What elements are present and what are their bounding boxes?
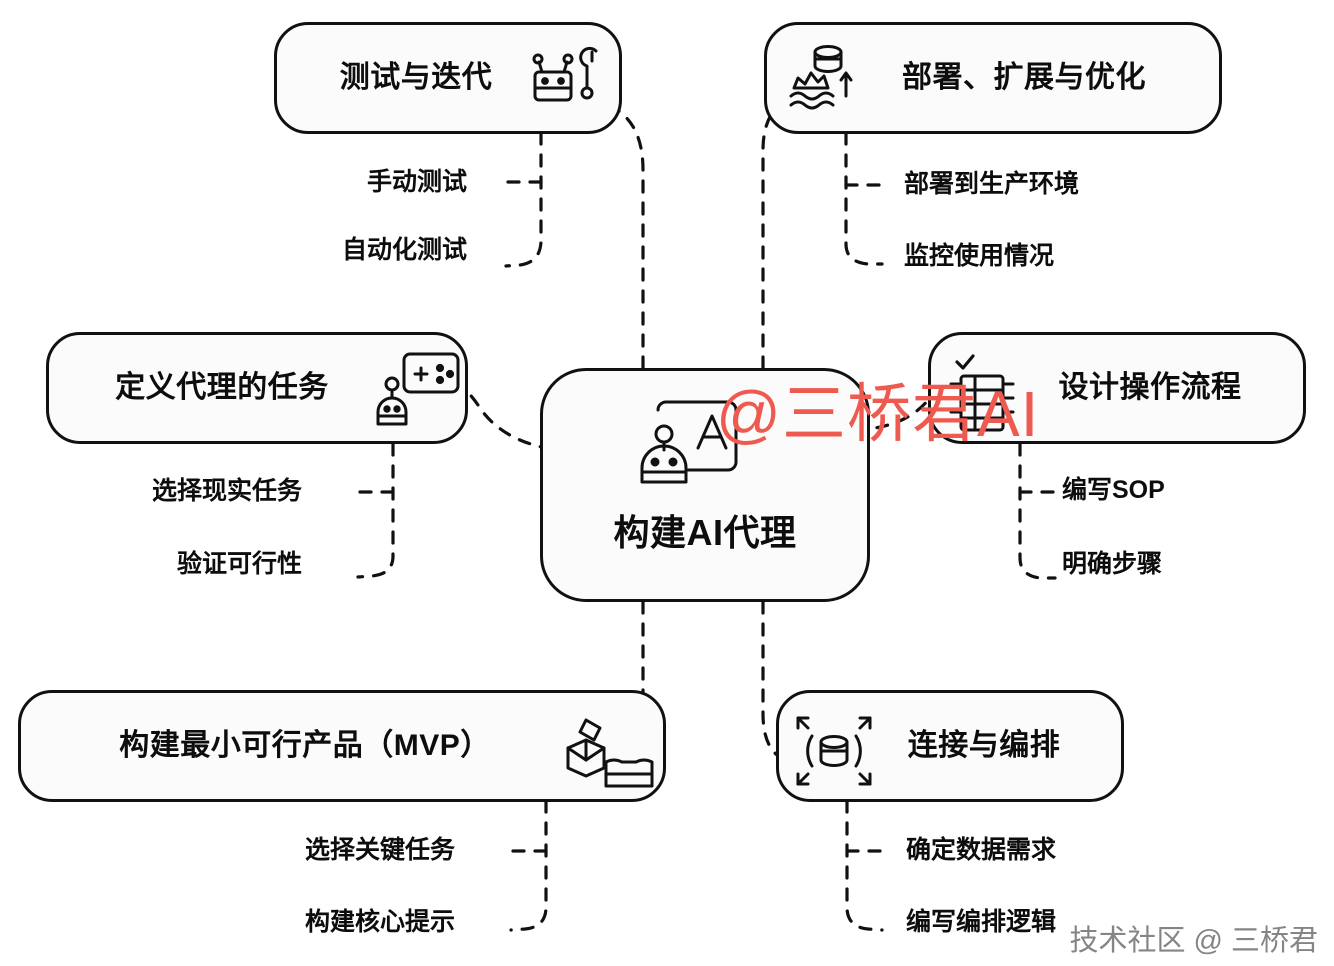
subitem-testing-0[interactable]: 手动测试 — [367, 168, 468, 196]
connector-mvp-trunk — [509, 799, 548, 932]
subitem-mvp-1[interactable]: 构建核心提示 — [305, 908, 456, 936]
subitem-define-1[interactable]: 验证可行性 — [177, 550, 303, 578]
connector-deploy-trunk — [844, 131, 884, 266]
branch-node-define[interactable]: 定义代理的任务 — [46, 332, 468, 444]
subitem-sop-1[interactable]: 明确步骤 — [1062, 550, 1163, 578]
branch-node-mvp[interactable]: 构建最小可行产品（MVP） — [18, 690, 666, 802]
connector-sop-trunk — [1018, 442, 1057, 580]
branch-label-sop: 设计操作流程 — [1058, 371, 1242, 404]
branch-label-deploy: 部署、扩展与优化 — [902, 61, 1146, 94]
watermark-corner: 技术社区 @ 三桥君 — [1069, 925, 1318, 957]
center-node-label: 构建AI代理 — [613, 512, 797, 553]
subitem-deploy-1[interactable]: 监控使用情况 — [904, 242, 1055, 270]
branch-label-mvp: 构建最小可行产品（MVP） — [119, 729, 491, 762]
connector-center-deploy — [761, 93, 794, 370]
watermark-center: @三桥君AI — [716, 378, 1040, 450]
connector-center-connect — [761, 600, 814, 768]
branch-label-testing: 测试与迭代 — [339, 61, 493, 94]
branch-node-deploy[interactable]: 部署、扩展与优化 — [764, 22, 1222, 134]
connector-testing-trunk — [504, 131, 543, 268]
subitem-connect-1[interactable]: 编写编排逻辑 — [906, 908, 1057, 936]
subitem-deploy-0[interactable]: 部署到生产环境 — [904, 170, 1080, 198]
subitem-testing-1[interactable]: 自动化测试 — [342, 236, 468, 264]
subitem-define-0[interactable]: 选择现实任务 — [152, 477, 303, 505]
subitem-sop-0[interactable]: 编写SOP — [1062, 476, 1165, 504]
branch-label-connect: 连接与编排 — [907, 729, 1061, 762]
connector-center-testing — [606, 103, 645, 370]
subitem-mvp-0[interactable]: 选择关键任务 — [305, 836, 456, 864]
branch-label-define: 定义代理的任务 — [115, 371, 329, 404]
connector-connect-trunk — [845, 799, 884, 932]
branch-node-connect[interactable]: 连接与编排 — [776, 690, 1124, 802]
branch-node-testing[interactable]: 测试与迭代 — [274, 22, 622, 134]
connector-define-trunk — [356, 442, 395, 579]
subitem-connect-0[interactable]: 确定数据需求 — [906, 836, 1057, 864]
